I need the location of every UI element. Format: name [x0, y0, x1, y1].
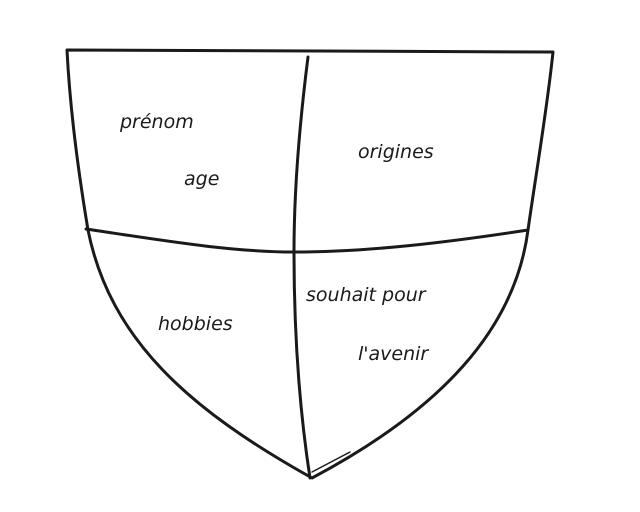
bottom-tip-stroke	[311, 451, 351, 473]
shield-outline	[65, 48, 555, 480]
vertical-divider-lower	[292, 250, 312, 480]
horizontal-divider	[84, 227, 530, 254]
label-prenom: prénom	[120, 111, 194, 133]
label-avenir: l'avenir	[358, 343, 429, 365]
label-age: age	[184, 168, 220, 190]
label-souhait-pour: souhait pour	[306, 284, 426, 306]
label-origines: origines	[358, 141, 434, 163]
vertical-divider-upper	[292, 55, 310, 254]
label-hobbies: hobbies	[158, 313, 233, 335]
